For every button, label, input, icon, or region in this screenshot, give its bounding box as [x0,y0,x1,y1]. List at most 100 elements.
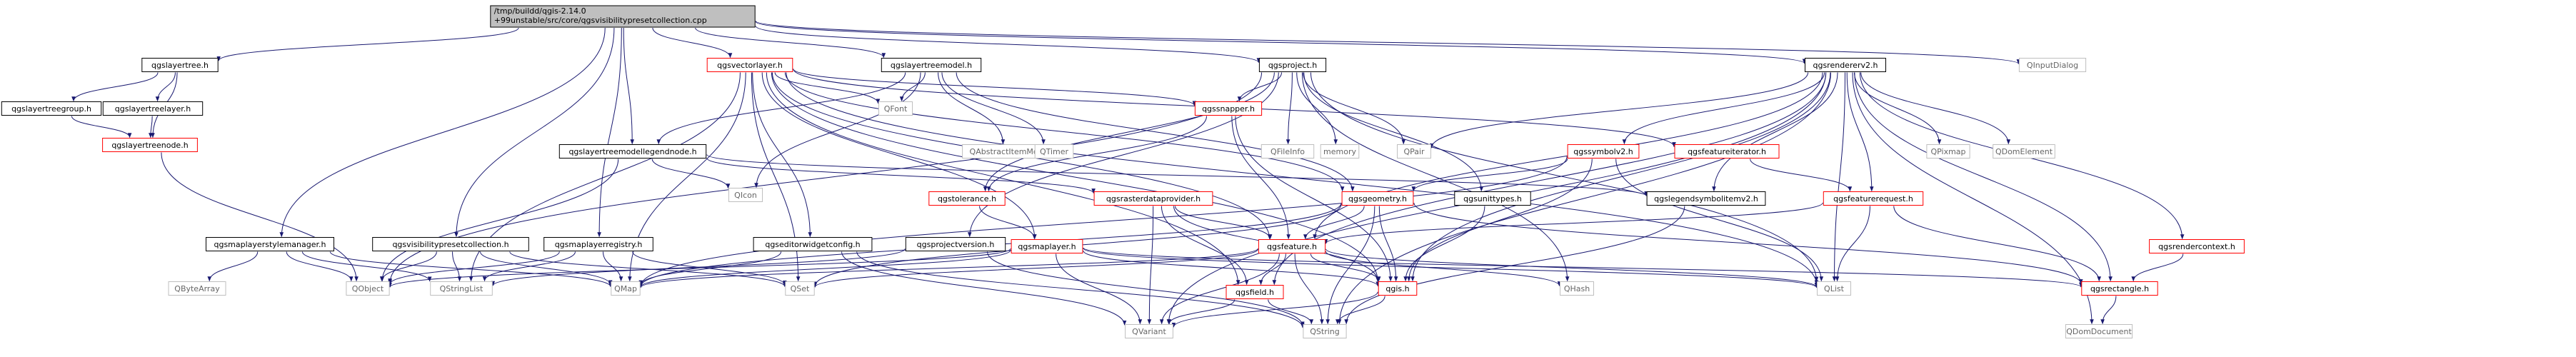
node-label: qgslayertree.h [151,61,209,70]
node-box [878,101,913,116]
edge-qgsproject-to-qgsunittypes [1303,72,1484,192]
node-qgslayertreegroup[interactable]: qgslayertreegroup.h [1,101,102,116]
node-qgsprojectversion[interactable]: qgsprojectversion.h [905,237,1006,251]
node-qgsvectorlayer[interactable]: qgsvectorlayer.h [706,58,793,72]
node-qgslayertreemodellegendnode[interactable]: qgslayertreemodellegendnode.h [558,144,707,159]
node-qgsfeature[interactable]: qgsfeature.h [1258,239,1326,253]
node-box [2018,58,2087,72]
node-QPair: QPair [1397,144,1431,159]
node-qgsfield[interactable]: qgsfield.h [1226,285,1284,299]
edge-qgsmaplayerstylemanager-to-QObject [286,251,354,282]
edge-qgsmaplayer-to-qgsrectangle [1083,247,2083,288]
node-qgis[interactable]: qgis.h [1378,281,1418,296]
edge-qgsvectorlayer-to-QFont [774,72,881,104]
edge-qgsvisibilitypresetcollection-to-QMap [479,251,613,286]
node-box [1320,144,1360,159]
node-qgslegendsymbolitemv2[interactable]: qgslegendsymbolitemv2.h [1646,191,1766,206]
node-box [1823,191,1924,206]
edge-qgslayertreemodel-to-qgslayertreemodellegendnode [656,72,906,145]
node-QByteArray: QByteArray [168,281,226,296]
edge-qgsvectorlayer-to-qgssnapper [793,69,1197,106]
node-qgslayertreenode[interactable]: qgslayertreenode.h [102,138,198,152]
edge-qgsmaplayer-to-QVariant [1056,253,1143,325]
node-QTimer: QTimer [1034,144,1074,159]
node-qgslayertreelayer[interactable]: qgslayertreelayer.h [102,101,204,116]
node-qgsmaplayer[interactable]: qgsmaplayer.h [1011,239,1083,253]
edge-qgsprojectversion-to-QStringList [491,248,906,286]
node-qgsfeatureiterator[interactable]: qgsfeatureiterator.h [1674,144,1780,159]
node-box [1397,144,1431,159]
node-box [881,58,982,72]
node-qgsmaplayerstylemanager[interactable]: qgsmaplayerstylemanager.h [206,237,334,251]
node-qgseditorwidgetconfig[interactable]: qgseditorwidgetconfig.h [753,237,873,251]
edge-qgsgeometry-to-qgis [1378,206,1398,282]
node-box [1261,144,1315,159]
node-box [928,191,1006,206]
node-box [1194,101,1263,116]
node-box [1258,58,1327,72]
node-qgsproject[interactable]: qgsproject.h [1258,58,1327,72]
edge-qgsgeometry-to-qgsrectangle [1413,203,2083,285]
edge-qgsfeature-to-QString [1294,253,1324,325]
edge-qgsrendererv2-to-qgis [1410,72,1831,282]
node-QVariant: QVariant [1125,324,1173,338]
node-label: QStringList [440,284,483,293]
node-qgssnapper[interactable]: qgssnapper.h [1194,101,1263,116]
edge-qgslayertreemodellegendnode-to-QIcon [651,159,731,189]
node-qgslayertreemodel[interactable]: qgslayertreemodel.h [881,58,982,72]
edge-root-to-qgsvectorlayer [652,27,733,59]
node-box [785,281,815,296]
edge-qgslayertreemodellegendnode-to-qgsrasterdataprovider [706,157,1096,194]
node-label: QDomElement [1995,147,2053,156]
node-QDomElement: QDomElement [1993,144,2055,159]
edge-root-to-qgsrendererv2 [755,21,1806,64]
node-label: qgslayertreelayer.h [115,104,191,114]
node-qgstolerance[interactable]: qgstolerance.h [928,191,1006,206]
node-label: qgslayertreegroup.h [11,104,91,114]
node-qgsvisibilitypresetcollection[interactable]: qgsvisibilitypresetcollection.h [372,237,529,251]
node-qgsrasterdataprovider[interactable]: qgsrasterdataprovider.h [1093,191,1213,206]
node-label: qgstolerance.h [938,194,996,203]
node-QAbstractItemModel: QAbstractItemModel [962,144,1058,159]
node-box [1093,191,1213,206]
node-label: qgsmaplayer.h [1018,242,1076,251]
edge-qgsfeatureiterator-to-qgsfeaturerequest [1750,159,1853,192]
node-label: qgis.h [1385,284,1409,293]
node-box [1674,144,1780,159]
node-qgsfeaturerequest[interactable]: qgsfeaturerequest.h [1823,191,1924,206]
edge-qgssymbolv2-to-qgis [1406,159,1593,282]
node-qgsmaplayerregistry[interactable]: qgsmaplayerregistry.h [543,237,653,251]
edge-qgsproject-to-QFileInfo [1286,72,1293,145]
node-box [1303,324,1347,338]
node-qgslayertree[interactable]: qgslayertree.h [141,58,219,72]
edge-qgsproject-to-qgstolerance [983,72,1275,192]
edge-qgsvectorlayer-to-qgis [771,72,1380,283]
node-box [543,237,653,251]
node-box [1011,239,1083,253]
edge-qgsrasterdataprovider-to-qgsfield [1161,206,1249,286]
node-label: QPair [1403,147,1425,156]
edge-qgsrendererv2-to-qgsfeaturerequest [1846,72,1874,192]
edge-qgslayertreemodel-to-qgsgeometry [956,72,1355,192]
node-label: QString [1310,327,1340,336]
edge-qgsproject-to-QList [1310,72,1819,282]
node-qgssymbolv2[interactable]: qgssymbolv2.h [1567,144,1640,159]
node-box [1125,324,1173,338]
node-QObject: QObject [346,281,390,296]
edge-qgslayertreenode-to-QObject [161,152,359,282]
edge-qgsfield-to-QString [1268,299,1314,325]
node-root[interactable]: /tmp/buildd/qgis-2.14.0+99unstable/src/c… [490,5,756,28]
node-qgsunittypes[interactable]: qgsunittypes.h [1454,191,1531,206]
node-qgsrendererv2[interactable]: qgsrendererv2.h [1805,58,1886,72]
node-label: qgsproject.h [1268,61,1317,70]
node-qgsrectangle[interactable]: qgsrectangle.h [2081,281,2158,296]
node-qgsgeometry[interactable]: qgsgeometry.h [1341,191,1414,206]
node-qgsrendercontext[interactable]: qgsrendercontext.h [2149,239,2245,253]
edge-qgsvisibilitypresetcollection-to-QObject [379,251,437,282]
node-box [102,138,198,152]
edge-qgsrendererv2-to-QString [1337,72,1831,325]
edge-qgslayertree-to-qgslayertreelayer [155,72,176,102]
edge-qgsproject-to-QHash [1301,72,1570,282]
node-box [1378,281,1418,296]
node-label: QFont [884,104,908,114]
